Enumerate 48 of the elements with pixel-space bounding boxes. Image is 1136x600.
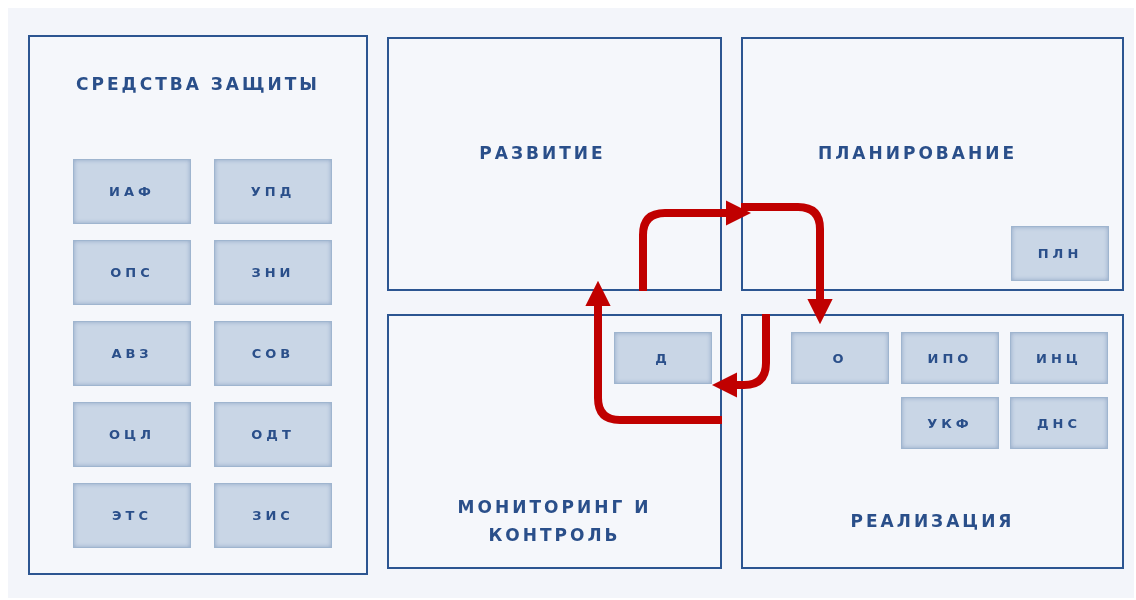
code-box — [214, 483, 332, 548]
code-label: ОЦЛ — [109, 427, 155, 442]
cycle-arrow — [585, 280, 722, 424]
code-box — [214, 321, 332, 386]
code-label: ЗИС — [252, 508, 294, 523]
code-box — [614, 332, 712, 384]
code-box — [901, 332, 999, 384]
code-box — [1010, 332, 1108, 384]
cycle-arrow — [741, 203, 833, 325]
cycle-arrow — [711, 314, 770, 398]
section-title: РАЗВИТИЕ — [479, 142, 606, 166]
section-title: МОНИТОРИНГ И КОНТРОЛЬ — [456, 496, 653, 547]
section-title: РЕАЛИЗАЦИЯ — [850, 509, 1015, 533]
section-panel — [387, 37, 722, 291]
code-label: ИПО — [927, 350, 973, 366]
code-box — [901, 397, 999, 449]
code-label: УКФ — [927, 415, 973, 431]
code-box — [791, 332, 889, 384]
code-label: СОВ — [251, 346, 295, 361]
code-label: Д — [655, 350, 671, 366]
section-panel — [387, 314, 722, 569]
section-panel — [28, 35, 368, 575]
code-box — [73, 321, 191, 386]
code-label: ДНС — [1037, 415, 1081, 431]
code-label: О — [832, 350, 848, 366]
code-box — [1010, 397, 1108, 449]
code-label: ЗНИ — [251, 265, 295, 280]
code-label: АВЗ — [111, 346, 153, 361]
code-label: ЭТС — [112, 508, 152, 523]
code-box — [73, 402, 191, 467]
section-title: ПЛАНИРОВАНИЕ — [817, 142, 1018, 166]
code-label: УПД — [250, 184, 296, 199]
code-box — [214, 240, 332, 305]
code-box — [214, 159, 332, 224]
code-box — [1011, 226, 1109, 281]
code-box — [73, 483, 191, 548]
code-box — [214, 402, 332, 467]
code-label: ИАФ — [109, 184, 155, 199]
code-label: ОДТ — [251, 427, 295, 442]
section-title: СРЕДСТВА ЗАЩИТЫ — [76, 73, 320, 96]
code-label: ИНЦ — [1036, 350, 1082, 366]
section-panel — [741, 37, 1124, 291]
code-label: ОПС — [110, 265, 154, 280]
code-box — [73, 159, 191, 224]
code-label: ПЛН — [1037, 246, 1083, 261]
cycle-arrow — [639, 200, 752, 291]
code-box — [73, 240, 191, 305]
section-panel — [741, 314, 1124, 569]
